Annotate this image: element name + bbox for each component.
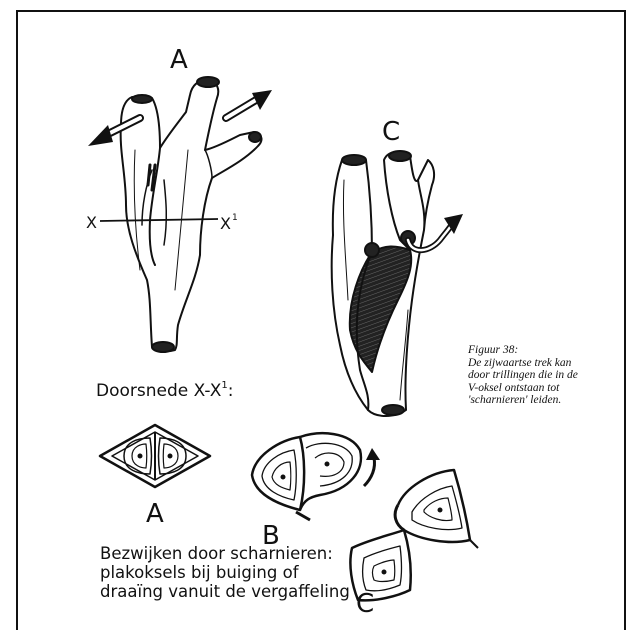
section-label-c: C <box>356 589 374 614</box>
section-label-a: A <box>146 499 164 529</box>
note-line: draaïng vanuit de vergaffeling <box>100 582 350 601</box>
cross-section-a <box>100 425 210 487</box>
rotation-arrow-b <box>364 448 380 486</box>
tree-c-drawing <box>332 151 434 416</box>
pull-arrows-a <box>88 90 272 146</box>
cross-section-b <box>252 433 361 520</box>
caption-line: 'scharnieren' leiden. <box>468 394 628 407</box>
caption-line: De zijwaartse trek kan <box>468 357 628 370</box>
caption-line: door trillingen die in de <box>468 369 628 382</box>
caption-title: Figuur 38: <box>468 344 628 357</box>
figure-caption: Figuur 38: De zijwaartse trek kan door t… <box>468 344 628 407</box>
caption-line: V-oksel ontstaan tot <box>468 382 628 395</box>
section-heading-suffix: : <box>228 381 234 401</box>
note-line: Bezwijken door scharnieren: <box>100 544 350 563</box>
cross-section-c <box>350 470 478 600</box>
section-heading-text: Doorsnede X-X <box>96 381 221 401</box>
axis-label-right-sup: 1 <box>232 213 238 223</box>
figure-drawing: X X 1 A C A <box>0 0 632 614</box>
failure-notes: Bezwijken door scharnieren: plakoksels b… <box>100 544 350 601</box>
section-line-x: X X 1 <box>86 213 238 233</box>
section-heading: Doorsnede X-X1: <box>96 380 233 401</box>
figure-label-c: C <box>382 117 400 147</box>
figure-label-a: A <box>170 45 188 75</box>
axis-label-right: X <box>220 214 231 233</box>
note-line: plakoksels bij buiging of <box>100 563 350 582</box>
twist-arrow-c <box>408 214 463 250</box>
axis-label-left: X <box>86 213 97 232</box>
